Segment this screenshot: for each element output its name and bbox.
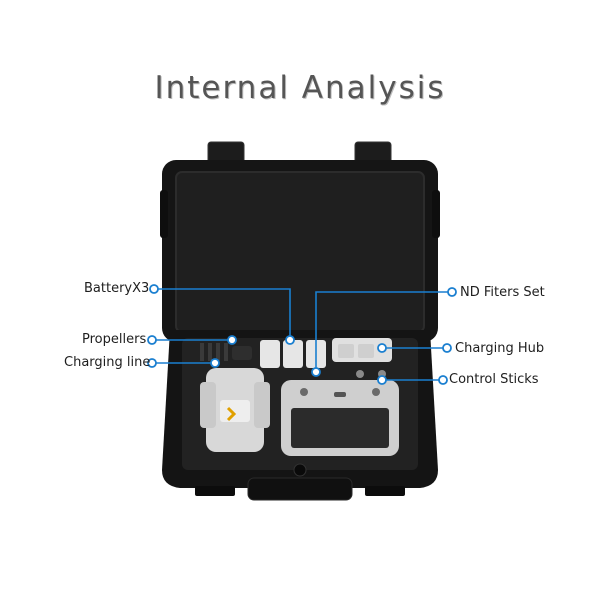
callout-label-nd-filters: ND Fiters Set — [460, 285, 545, 300]
callout-label-propellers: Propellers — [82, 332, 147, 347]
callout-label-battery: BatteryX3 — [84, 281, 150, 296]
marker-battery — [149, 284, 159, 294]
marker-nd-filters-end — [311, 367, 321, 377]
marker-charging-hub-end — [377, 343, 387, 353]
marker-propellers-end — [227, 335, 237, 345]
callout-label-charging-line: Charging line — [64, 355, 151, 370]
remote-controller-icon — [281, 380, 399, 456]
marker-control-sticks — [438, 375, 448, 385]
marker-charging-line — [147, 358, 157, 368]
front-handle — [247, 477, 353, 501]
marker-control-sticks-end — [377, 375, 387, 385]
marker-nd-filters — [447, 287, 457, 297]
callout-markers — [147, 284, 457, 385]
front-lock — [293, 463, 307, 477]
charging-line-icon — [232, 346, 252, 360]
callout-label-charging-hub: Charging Hub — [455, 341, 545, 356]
drone-icon — [200, 368, 270, 452]
lid-foam — [175, 171, 425, 333]
page-title: Internal Analysis — [154, 70, 446, 106]
foot-right — [365, 486, 405, 496]
marker-charging-hub — [442, 343, 452, 353]
charging-hub-icon — [332, 338, 392, 362]
lid-side-handle-left — [160, 190, 168, 238]
foot-left — [195, 486, 235, 496]
callout-label-control-sticks: Control Sticks — [449, 372, 539, 387]
marker-charging-line-end — [210, 358, 220, 368]
marker-propellers — [147, 335, 157, 345]
marker-battery-end — [285, 335, 295, 345]
battery-icon — [260, 340, 326, 368]
callout-lines — [155, 288, 450, 381]
lid-side-handle-right — [432, 190, 440, 238]
propellers-icon — [200, 343, 228, 361]
